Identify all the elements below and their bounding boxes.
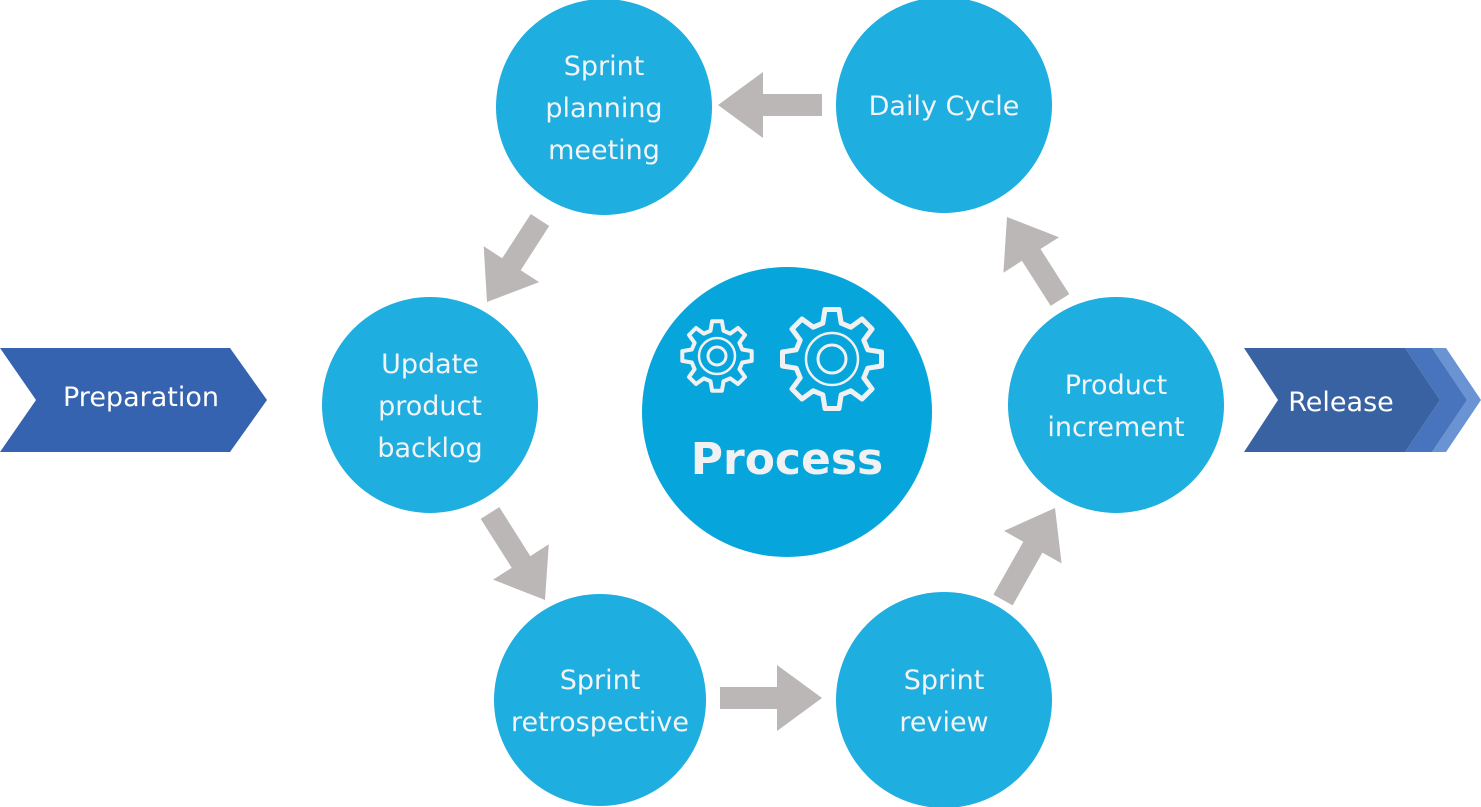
node-label-line: increment xyxy=(1047,412,1184,443)
node-circle xyxy=(496,0,712,215)
node-circle xyxy=(494,594,706,806)
preparation-chevron: Preparation xyxy=(0,348,267,452)
arrow-sprint-retrospective-to-sprint-review xyxy=(720,665,822,731)
release-chevron-front xyxy=(1244,348,1440,452)
node-daily-cycle: Daily Cycle xyxy=(836,0,1052,213)
node-sprint-planning-meeting: Sprint planning meeting xyxy=(496,0,712,215)
arrow-daily-cycle-to-sprint-planning-meeting xyxy=(718,72,822,138)
arrow-sprint-review-to-product-increment xyxy=(993,508,1062,606)
node-label-line: review xyxy=(899,707,988,738)
preparation-chevron-shape xyxy=(0,348,267,452)
node-sprint-retrospective: Sprint retrospective xyxy=(494,594,706,806)
node-product-increment: Product increment xyxy=(1008,297,1224,513)
release-chevron-mid xyxy=(1405,348,1467,452)
preparation-label: Preparation xyxy=(63,382,219,413)
node-label-line: product xyxy=(378,391,482,422)
gear-outline xyxy=(780,307,884,411)
node-label-line: Daily Cycle xyxy=(869,91,1020,122)
center-circle xyxy=(642,267,932,557)
gear-outline xyxy=(680,319,754,393)
node-circle xyxy=(836,592,1052,807)
node-label-line: Product xyxy=(1065,370,1168,401)
node-label-line: Update xyxy=(381,349,479,380)
flow-arrows xyxy=(480,72,1070,731)
release-label: Release xyxy=(1288,387,1394,418)
node-label-line: retrospective xyxy=(511,707,689,738)
release-chevron-back xyxy=(1432,348,1481,452)
gear-ring xyxy=(706,345,728,367)
arrow-update-product-backlog-to-sprint-retrospective xyxy=(480,507,549,600)
center-label: Process xyxy=(691,434,883,485)
node-circle xyxy=(322,297,538,513)
release-chevron: Release xyxy=(1244,348,1481,452)
node-label-line: Sprint xyxy=(564,51,645,82)
center-process: Process xyxy=(642,267,932,557)
gear-ring xyxy=(816,343,848,375)
node-circle xyxy=(836,0,1052,213)
node-label-line: Sprint xyxy=(904,665,985,696)
node-update-product-backlog: Update product backlog xyxy=(322,297,538,513)
node-label-line: meeting xyxy=(548,135,660,166)
large-gear-icon xyxy=(780,307,884,411)
node-sprint-review: Sprint review xyxy=(836,592,1052,807)
node-circle xyxy=(1008,297,1224,513)
node-label-line: Sprint xyxy=(560,665,641,696)
arrow-sprint-planning-meeting-to-update-product-backlog xyxy=(483,214,550,302)
node-label-line: backlog xyxy=(377,433,482,464)
node-label-line: planning xyxy=(545,93,662,124)
arrow-product-increment-to-daily-cycle xyxy=(1003,217,1070,306)
gear-ring xyxy=(697,336,737,376)
gear-ring xyxy=(804,331,860,387)
gears-icon xyxy=(680,307,884,411)
small-gear-icon xyxy=(680,319,754,393)
